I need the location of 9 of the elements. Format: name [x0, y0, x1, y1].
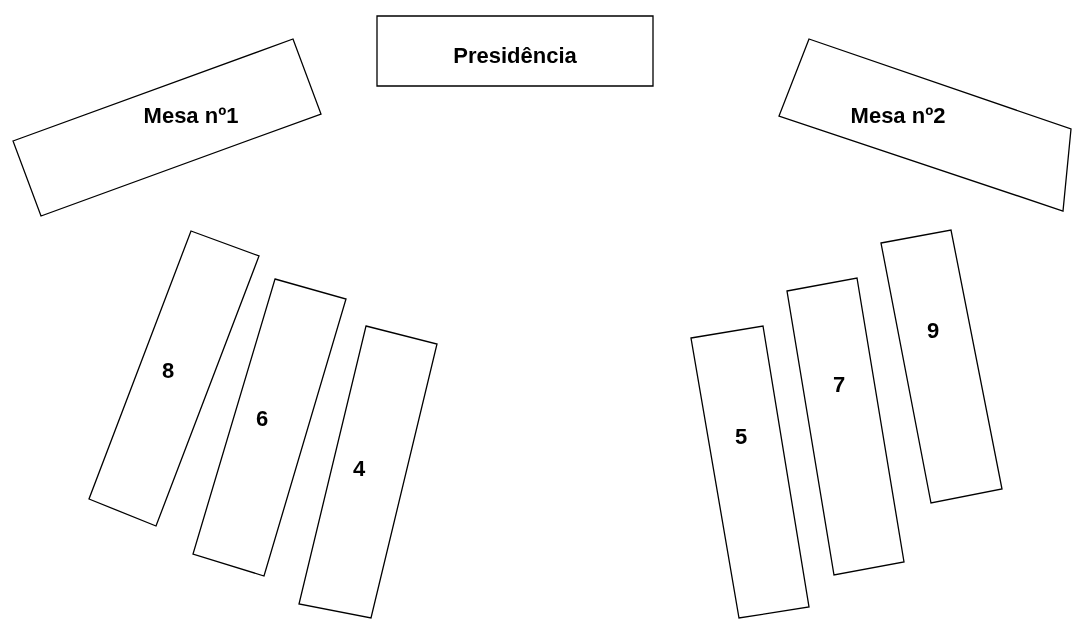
table-label: Presidência — [453, 45, 577, 67]
table-label: 4 — [352, 458, 366, 480]
table-label: 5 — [734, 426, 748, 448]
table-label: 9 — [926, 320, 940, 342]
table-label: 6 — [255, 408, 269, 430]
table-label: 7 — [832, 374, 846, 396]
table-label: Mesa nº1 — [143, 105, 239, 127]
table-label: Mesa nº2 — [850, 105, 946, 127]
table-label: 8 — [161, 360, 175, 382]
